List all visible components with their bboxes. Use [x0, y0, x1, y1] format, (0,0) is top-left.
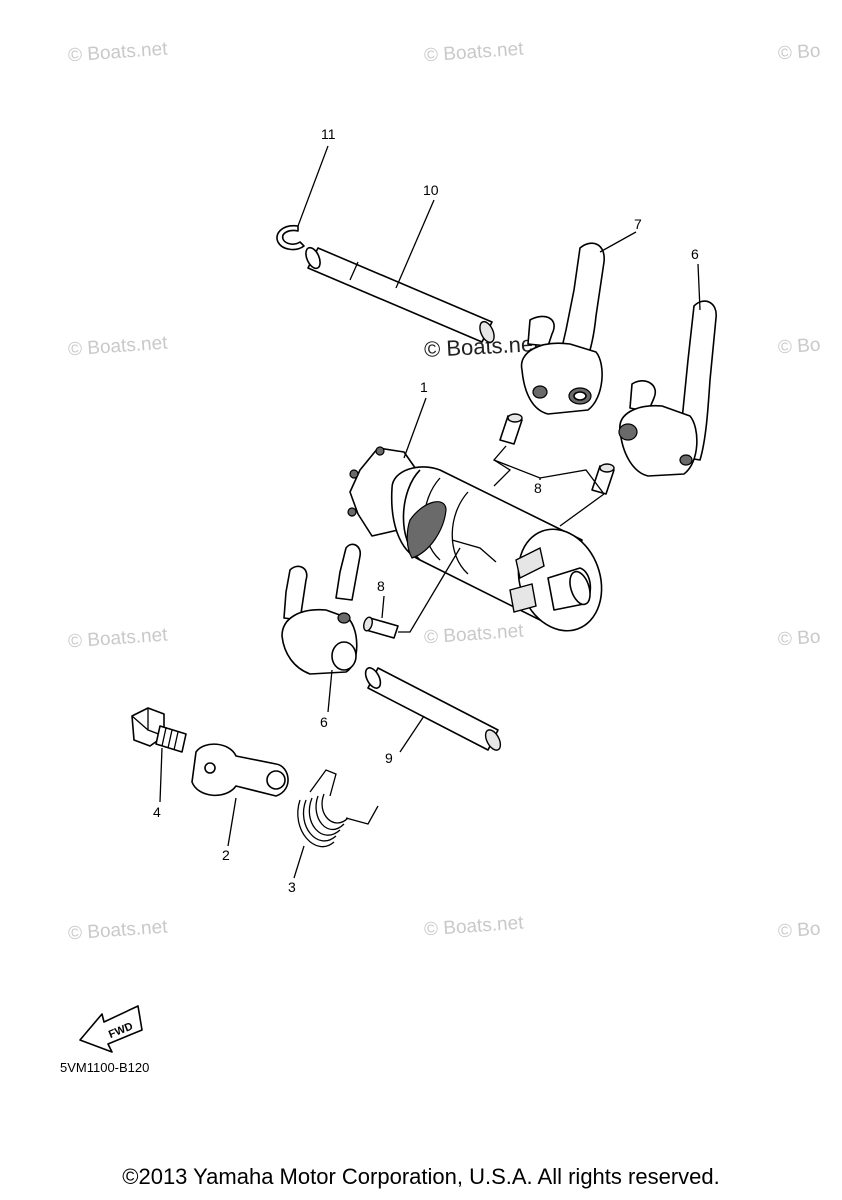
bolt-part-4[interactable] [131, 707, 187, 753]
shift-fork-part-5[interactable] [618, 300, 717, 477]
torsion-spring-part-3[interactable] [297, 769, 379, 848]
shift-drum-part-1[interactable] [347, 446, 615, 643]
callout-2: 2 [222, 847, 230, 863]
stopper-lever-part-2[interactable] [191, 743, 289, 797]
callouts: 11 10 7 6 1 8 8 6 9 4 2 3 [153, 126, 701, 895]
diagram-part-code: 5VM1100-B120 [60, 1060, 150, 1075]
shift-fork-part-7[interactable] [520, 242, 605, 415]
callout-3: 3 [288, 879, 296, 895]
callout-11: 11 [321, 126, 336, 142]
callout-7: 7 [634, 216, 642, 232]
circlip-part-11[interactable] [276, 224, 305, 251]
callout-10: 10 [423, 182, 439, 198]
dowel-pin-part-8[interactable] [591, 463, 615, 495]
callout-5: 6 [691, 246, 699, 262]
callout-8-upper: 8 [534, 480, 542, 496]
callout-6: 6 [320, 714, 328, 730]
dowel-pin-part-8[interactable] [362, 616, 399, 639]
guide-bar-part-9[interactable] [363, 665, 504, 752]
callout-8-lower: 8 [377, 578, 385, 594]
callout-4: 4 [153, 804, 161, 820]
dowel-pin-part-8[interactable] [499, 413, 523, 445]
forward-direction-arrow: FWD [79, 1005, 143, 1053]
shift-fork-part-6[interactable] [281, 543, 362, 675]
callout-9: 9 [385, 750, 393, 766]
callout-1: 1 [420, 379, 428, 395]
guide-bar-part-10[interactable] [303, 246, 497, 345]
copyright-footer: ©2013 Yamaha Motor Corporation, U.S.A. A… [122, 1164, 720, 1189]
